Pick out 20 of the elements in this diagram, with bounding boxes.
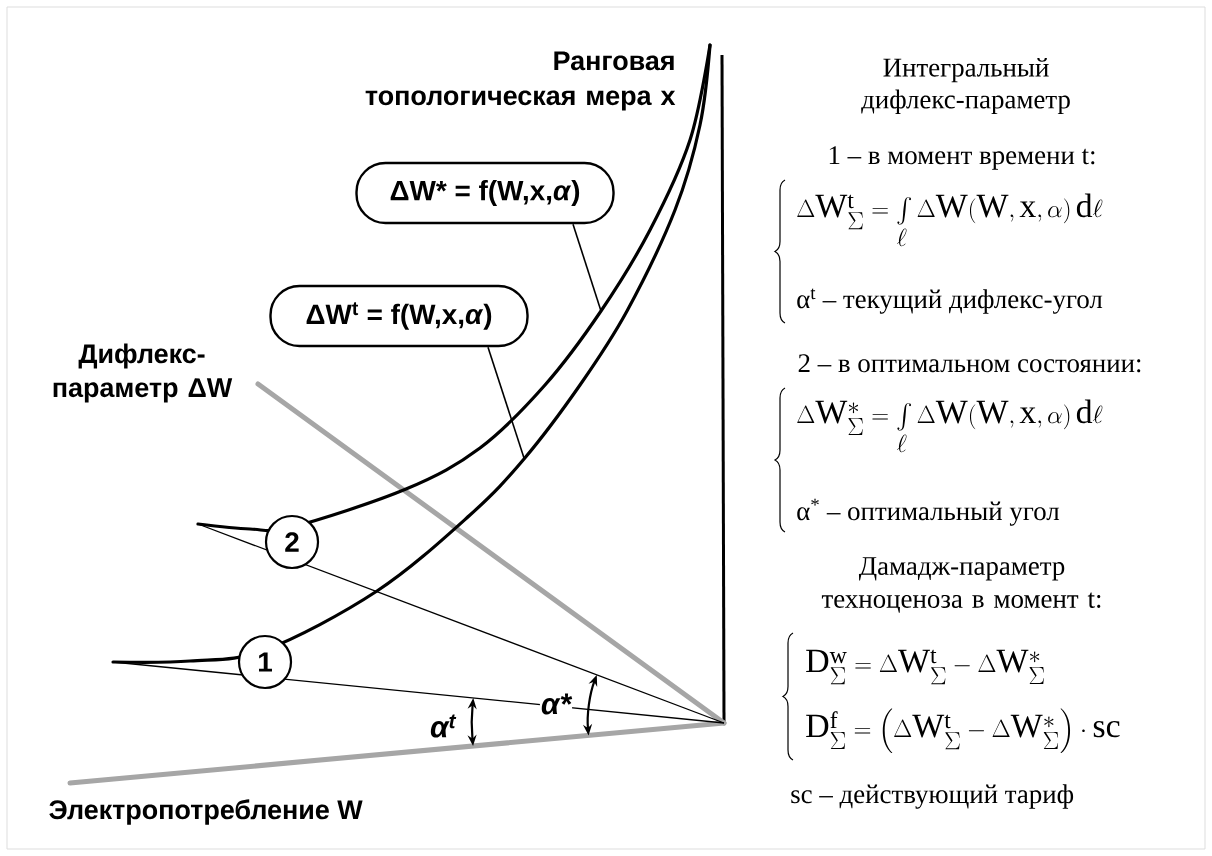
heading: 2 – в оптимальном состоянии: bbox=[798, 354, 1141, 373]
leader-line bbox=[572, 223, 602, 312]
axis-label: Электропотребление W bbox=[49, 799, 363, 825]
heading: Дамадж-параметр техноценоза в момент t: bbox=[821, 557, 1101, 613]
formula: $\mathrm{D}_{\Sigma}^{\mathrm{f}} = \left(\Delta \mathrm{W}_{\Sigma}^{\mathrm{t}} - \Delta \mathrm{W}_{\Sigma}^{*}\right)\cdot \mathrm{sc}$ bbox=[806, 708, 1120, 754]
axis-label: Ранговая топологическая мера x bbox=[365, 51, 676, 111]
formula: $\Delta \mathrm{W}_{\Sigma}^{\mathrm{t}} = \int\limits_{\ell} \Delta \mathrm{W}(\mathrm{W},\mathrm{x},\alpha)\,\mathrm{d}\ell$ bbox=[797, 193, 1103, 247]
heading: 1 – в момент времени t: bbox=[829, 146, 1095, 170]
axis-label: Дифлекс-параметр ΔW bbox=[53, 343, 233, 403]
heading: Интегральный дифлекс-параметр bbox=[861, 58, 1070, 114]
note: sc – действующий тариф bbox=[791, 784, 1074, 809]
leader-line bbox=[487, 346, 525, 459]
formula-box: ΔW* = f(W,x,α) bbox=[355, 161, 615, 225]
formula-box: ΔW$^{t}$ = f(W,x,α) bbox=[269, 284, 529, 348]
note: α$^{t}$ – текущий дифлекс-угол bbox=[797, 288, 1103, 314]
formula: $\Delta \mathrm{W}_{\Sigma}^{*} = \int\limits_{\ell} \Delta \mathrm{W}(\mathrm{W},\mathrm{x},\alpha)\,\mathrm{d}\ell$ bbox=[797, 399, 1103, 453]
formula: $\mathrm{D}_{\Sigma}^{\mathrm{w}} = \Delta \mathrm{W}_{\Sigma}^{\mathrm{t}} - \Delta \mathrm{W}_{\Sigma}^{*}$ bbox=[806, 649, 1044, 685]
note: α$^{*}$ – оптимальный угол bbox=[797, 498, 1060, 526]
angle-label: α$^{t}$ bbox=[430, 714, 457, 738]
angle-label: α* bbox=[541, 693, 573, 715]
